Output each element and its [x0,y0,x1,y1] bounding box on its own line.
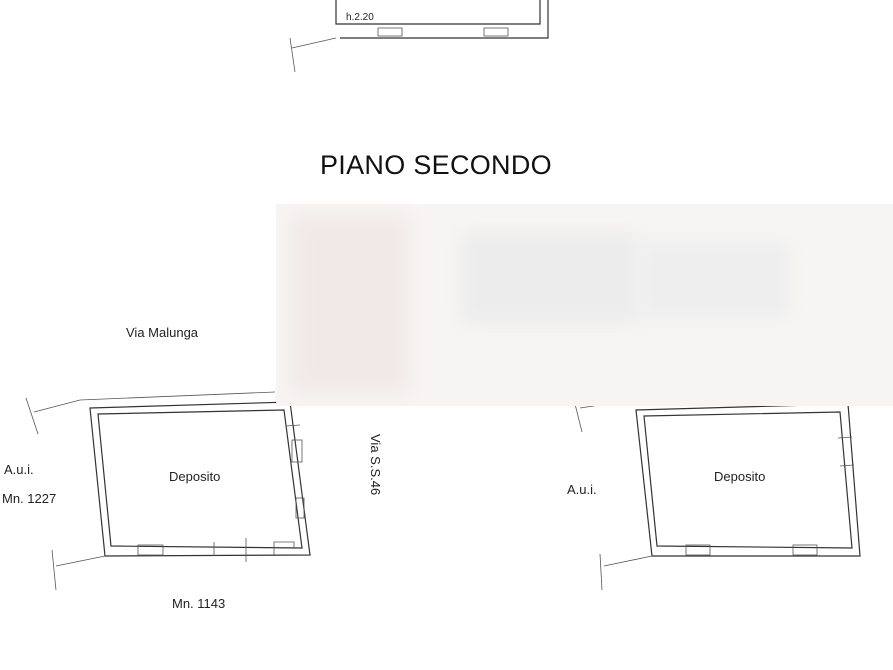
right-neighbor-label: A.u.i. [567,482,597,497]
left-unit-door-corner [273,541,295,556]
left-unit: Deposito A.u.i. Mn. 1227 Mn. 1143 [2,391,311,611]
left-unit-boundary-tick [25,397,39,435]
upper-plan-window-right [483,27,509,37]
upper-plan-boundary-line [291,37,337,49]
left-unit-street-boundary [33,391,276,413]
left-unit-boundary-bottom-tick [51,549,57,591]
left-unit-window-bottom [137,544,164,556]
right-room-label: Deposito [714,469,765,484]
left-neighbor-label-1: A.u.i. [4,462,34,477]
parcel-bottom-label: Mn. 1143 [172,596,225,611]
right-unit: Deposito A.u.i. [567,399,861,591]
upper-plan-boundary-tick [289,37,296,73]
right-unit-window-bottom-left [685,544,711,556]
right-unit-inner-wall [643,411,853,549]
upper-plan-window-left [377,27,403,37]
left-unit-window-right-lower [295,497,305,519]
floor-title: PIANO SECONDO [320,150,552,180]
left-unit-window-right [291,439,303,463]
left-room-label: Deposito [169,469,220,484]
height-note: h.2.20 [346,12,374,23]
right-unit-boundary-bottom [603,555,653,567]
left-unit-outer-wall [89,401,311,557]
redacted-blur-area [276,204,893,406]
right-unit-jamb [839,464,855,467]
left-neighbor-label-2: Mn. 1227 [2,491,56,506]
street-side-label: Via S.S.46 [368,434,383,495]
left-unit-boundary-bottom [55,555,106,567]
left-unit-jamb [285,424,301,427]
right-unit-jamb [837,436,853,439]
left-unit-inner-wall [97,409,303,549]
street-top-label: Via Malunga [126,325,199,340]
upper-plan-fragment: h.2.20 [289,0,549,73]
upper-plan-inner-wall [340,0,549,39]
right-unit-boundary-bottom-tick [599,553,603,591]
right-unit-window-bottom-right [792,544,818,556]
upper-plan-outer-wall [335,0,541,25]
